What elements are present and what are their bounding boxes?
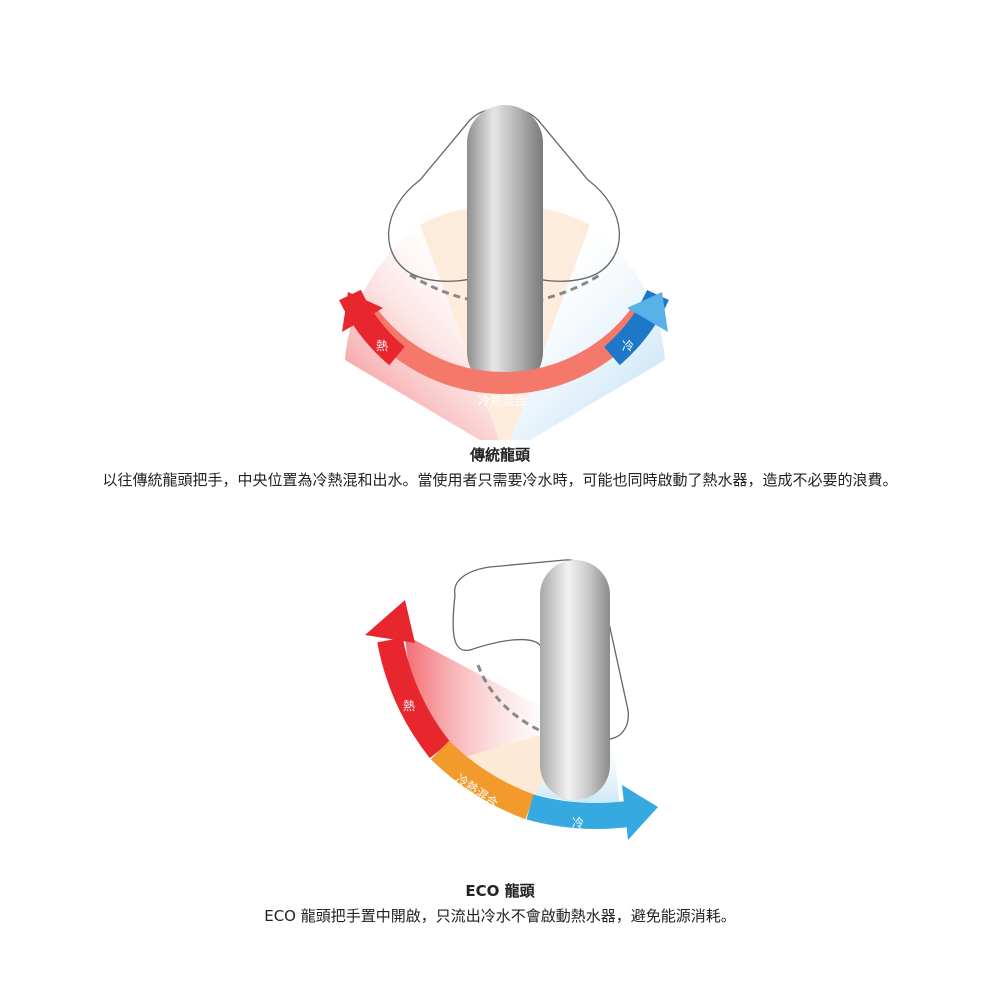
eco-movement-dashed-arc: [476, 664, 546, 735]
eco-faucet-svg: 熱 冷熱混合 冷: [365, 559, 658, 840]
eco-cold-arc-band: [526, 794, 638, 829]
traditional-caption: 傳統龍頭 以往傳統龍頭把手，中央位置為冷熱混和出水。當使用者只需要冷水時，可能也…: [0, 444, 1000, 494]
traditional-description: 以往傳統龍頭把手，中央位置為冷熱混和出水。當使用者只需要冷水時，可能也同時啟動了…: [102, 471, 898, 489]
mix-label: 冷熱混合: [478, 393, 526, 408]
eco-hot-label: 熱: [403, 699, 415, 713]
eco-faucet-handle: [540, 560, 610, 800]
traditional-faucet-svg: 熱 冷 冷熱混合: [339, 105, 669, 440]
cold-arrow-head: [627, 292, 668, 332]
eco-faucet-diagram: 熱 冷熱混合 冷: [0, 545, 1000, 875]
traditional-faucet-diagram: 熱 冷 冷熱混合: [0, 60, 1000, 440]
eco-hot-arrow-head: [365, 600, 415, 643]
traditional-title: 傳統龍頭: [469, 446, 530, 464]
cold-label: 冷: [622, 339, 634, 353]
hot-arrow-head: [342, 292, 383, 332]
eco-cold-label: 冷: [572, 816, 584, 830]
eco-cold-arrow-head: [622, 785, 658, 840]
eco-mix-arc-band: [430, 740, 535, 820]
eco-caption: ECO 龍頭 ECO 龍頭把手置中開啟，只流出冷水不會啟動熱水器，避免能源消耗。: [0, 880, 1000, 930]
eco-handle-outline: [452, 559, 629, 740]
faucet-handle: [467, 105, 543, 390]
eco-title: ECO 龍頭: [465, 882, 535, 900]
eco-hot-wedge: [405, 635, 575, 760]
eco-hot-arc-band: [377, 637, 451, 759]
eco-description: ECO 龍頭把手置中開啟，只流出冷水不會啟動熱水器，避免能源消耗。: [264, 907, 736, 925]
hot-label: 熱: [376, 339, 388, 353]
